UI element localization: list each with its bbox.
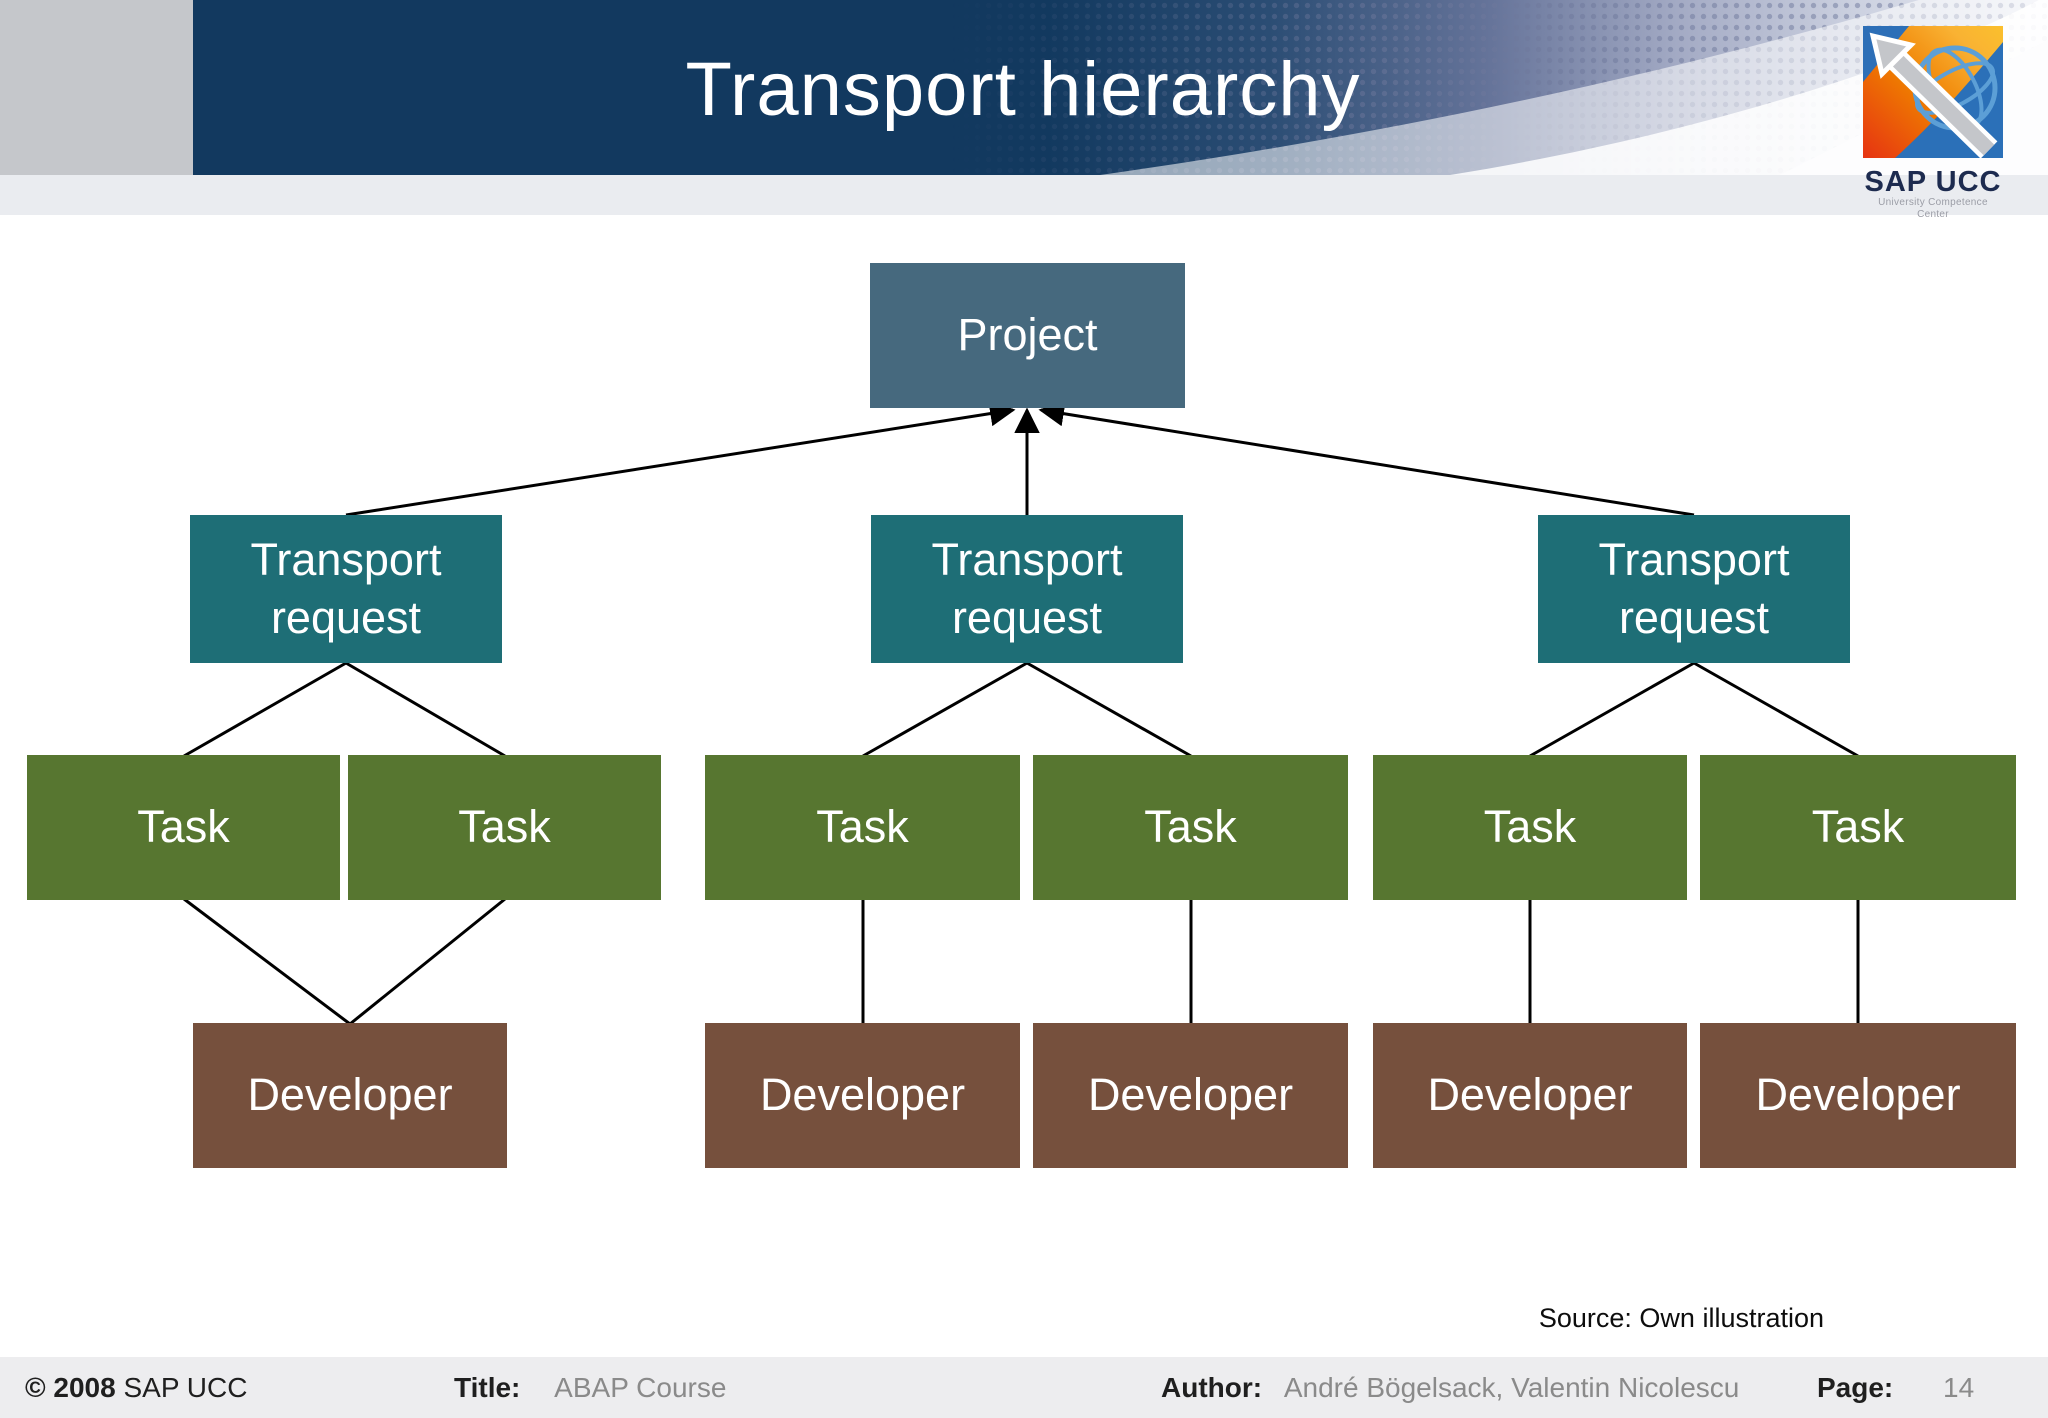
- connector-task2-dev1: [349, 897, 506, 1026]
- developer-node-3: Developer: [1033, 1023, 1348, 1168]
- developer-label: Developer: [1755, 1069, 1961, 1121]
- connector-tr3-project: [1038, 401, 1695, 517]
- task-node-1: Task: [27, 755, 340, 900]
- footer-page-group: Page: 14: [1817, 1357, 1974, 1418]
- connector-tr2-task3: [862, 661, 1028, 758]
- task-label: Task: [137, 801, 230, 853]
- connector-tr1-task1: [183, 661, 347, 758]
- footer-title-value: ABAP Course: [554, 1372, 727, 1403]
- task-label: Task: [1144, 801, 1237, 853]
- footer-title-group: Title: ABAP Course: [454, 1357, 726, 1418]
- footer-page-label: Page:: [1817, 1372, 1894, 1403]
- developer-label: Developer: [1087, 1069, 1294, 1121]
- transport-request-label: Transport request: [250, 533, 442, 644]
- task-label: Task: [1811, 801, 1905, 853]
- task-label: Task: [458, 801, 551, 853]
- developer-label: Developer: [759, 1069, 966, 1121]
- developer-node-4: Developer: [1373, 1023, 1687, 1168]
- footer-author-label: Author:: [1161, 1372, 1263, 1403]
- project-label: Project: [957, 309, 1098, 361]
- connector-tr1-task2: [345, 661, 506, 758]
- task-node-3: Task: [705, 755, 1020, 900]
- sap-ucc-logo: SAP UCC University Competence Center: [1863, 26, 2003, 221]
- transport-request-node-2: Transport request: [871, 515, 1183, 663]
- developer-node-2: Developer: [705, 1023, 1020, 1168]
- footer-page-value: 14: [1943, 1372, 1975, 1403]
- connector-tr2-task4: [1026, 661, 1192, 758]
- page-title: Transport hierarchy: [685, 47, 1361, 132]
- footer-copyright-year: © 2008: [25, 1372, 116, 1403]
- footer-copyright: © 2008 SAP UCC: [25, 1357, 247, 1418]
- connector-tr1-project: [345, 400, 1016, 517]
- connector-tr3-task6: [1693, 661, 1859, 758]
- developer-node-1: Developer: [193, 1023, 507, 1168]
- task-node-4: Task: [1033, 755, 1348, 900]
- header-substrip: [0, 175, 2048, 215]
- footer-bar: © 2008 SAP UCC Title: ABAP Course Author…: [0, 1357, 2048, 1418]
- transport-request-label: Transport request: [1598, 533, 1790, 644]
- footer-title-label: Title:: [454, 1372, 521, 1403]
- header-gray-strip: [0, 0, 193, 175]
- connector-task1-dev1: [183, 897, 351, 1026]
- developer-node-5: Developer: [1700, 1023, 2016, 1168]
- task-label: Task: [1483, 801, 1577, 853]
- sap-ucc-logo-icon: [1863, 26, 2003, 158]
- task-node-5: Task: [1373, 755, 1687, 900]
- task-label: Task: [816, 801, 909, 853]
- transport-request-node-1: Transport request: [190, 515, 502, 663]
- task-node-6: Task: [1700, 755, 2016, 900]
- transport-request-node-3: Transport request: [1538, 515, 1850, 663]
- footer-author-group: Author: André Bögelsack, Valentin Nicole…: [1161, 1357, 1739, 1418]
- developer-label: Developer: [247, 1069, 453, 1121]
- task-node-2: Task: [348, 755, 661, 900]
- developer-label: Developer: [1427, 1069, 1633, 1121]
- source-note: Source: Own illustration: [1538, 1303, 1824, 1333]
- footer-copyright-org: SAP UCC: [123, 1372, 248, 1403]
- logo-subtitle: University Competence Center: [1878, 197, 1988, 220]
- connector-tr3-task5: [1529, 661, 1695, 758]
- transport-request-label: Transport request: [931, 533, 1123, 644]
- footer-author-value: André Bögelsack, Valentin Nicolescu: [1283, 1372, 1740, 1403]
- logo-brand: SAP UCC: [1864, 166, 2002, 198]
- project-node: Project: [870, 263, 1185, 408]
